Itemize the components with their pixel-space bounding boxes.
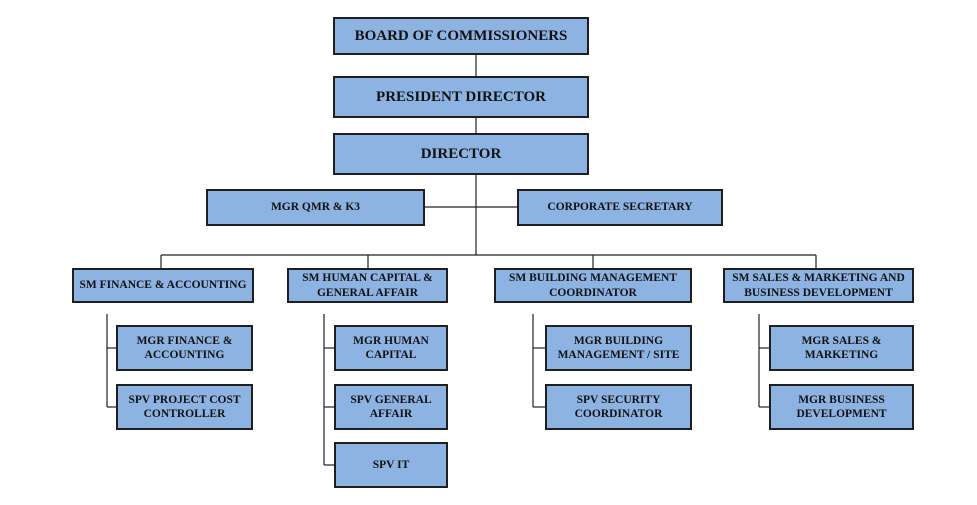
corporate-secretary-box: CORPORATE SECRETARY	[517, 189, 723, 226]
director-box: DIRECTOR	[333, 133, 589, 175]
dept-head-label: SM FINANCE & ACCOUNTING	[79, 279, 247, 292]
board-of-commissioners-label: BOARD OF COMMISSIONERS	[354, 27, 568, 44]
unit-label: SPV IT	[372, 458, 410, 471]
unit-mgr-business-development: MGR BUSINESS DEVELOPMENT	[769, 384, 914, 430]
unit-label: MGR HUMAN CAPITAL	[353, 334, 429, 361]
mgr-qmr-k3-box: MGR QMR & K3	[206, 189, 425, 226]
dept-head-building-management: SM BUILDING MANAGEMENT COORDINATOR	[494, 268, 692, 303]
unit-mgr-finance-accounting: MGR FINANCE & ACCOUNTING	[116, 325, 253, 371]
dept-head-label: SM HUMAN CAPITAL & GENERAL AFFAIR	[302, 272, 433, 299]
president-director-label: PRESIDENT DIRECTOR	[376, 88, 546, 105]
unit-label: SPV PROJECT COST CONTROLLER	[128, 393, 241, 420]
director-label: DIRECTOR	[420, 145, 502, 162]
unit-spv-security-coordinator: SPV SECURITY COORDINATOR	[545, 384, 692, 430]
unit-spv-it: SPV IT	[334, 442, 448, 488]
dept-head-label: SM SALES & MARKETING AND BUSINESS DEVELO…	[732, 272, 905, 299]
dept-head-finance-accounting: SM FINANCE & ACCOUNTING	[72, 268, 254, 303]
unit-label: MGR BUSINESS DEVELOPMENT	[796, 393, 887, 420]
unit-label: MGR SALES & MARKETING	[801, 334, 882, 361]
unit-spv-general-affair: SPV GENERAL AFFAIR	[334, 384, 448, 430]
unit-label: MGR FINANCE & ACCOUNTING	[136, 334, 233, 361]
dept-head-human-capital: SM HUMAN CAPITAL & GENERAL AFFAIR	[287, 268, 448, 303]
unit-mgr-human-capital: MGR HUMAN CAPITAL	[334, 325, 448, 371]
unit-mgr-sales-marketing: MGR SALES & MARKETING	[769, 325, 914, 371]
unit-label: SPV GENERAL AFFAIR	[350, 393, 432, 420]
mgr-qmr-k3-label: MGR QMR & K3	[270, 201, 361, 214]
dept-head-label: SM BUILDING MANAGEMENT COORDINATOR	[508, 272, 678, 299]
dept-head-sales-marketing: SM SALES & MARKETING AND BUSINESS DEVELO…	[723, 268, 914, 303]
unit-mgr-building-management: MGR BUILDING MANAGEMENT / SITE	[545, 325, 692, 371]
corporate-secretary-label: CORPORATE SECRETARY	[547, 201, 693, 214]
unit-label: SPV SECURITY COORDINATOR	[574, 393, 663, 420]
unit-spv-project-cost-controller: SPV PROJECT COST CONTROLLER	[116, 384, 253, 430]
president-director-box: PRESIDENT DIRECTOR	[333, 76, 589, 118]
unit-label: MGR BUILDING MANAGEMENT / SITE	[557, 334, 680, 361]
board-of-commissioners-box: BOARD OF COMMISSIONERS	[333, 17, 589, 55]
